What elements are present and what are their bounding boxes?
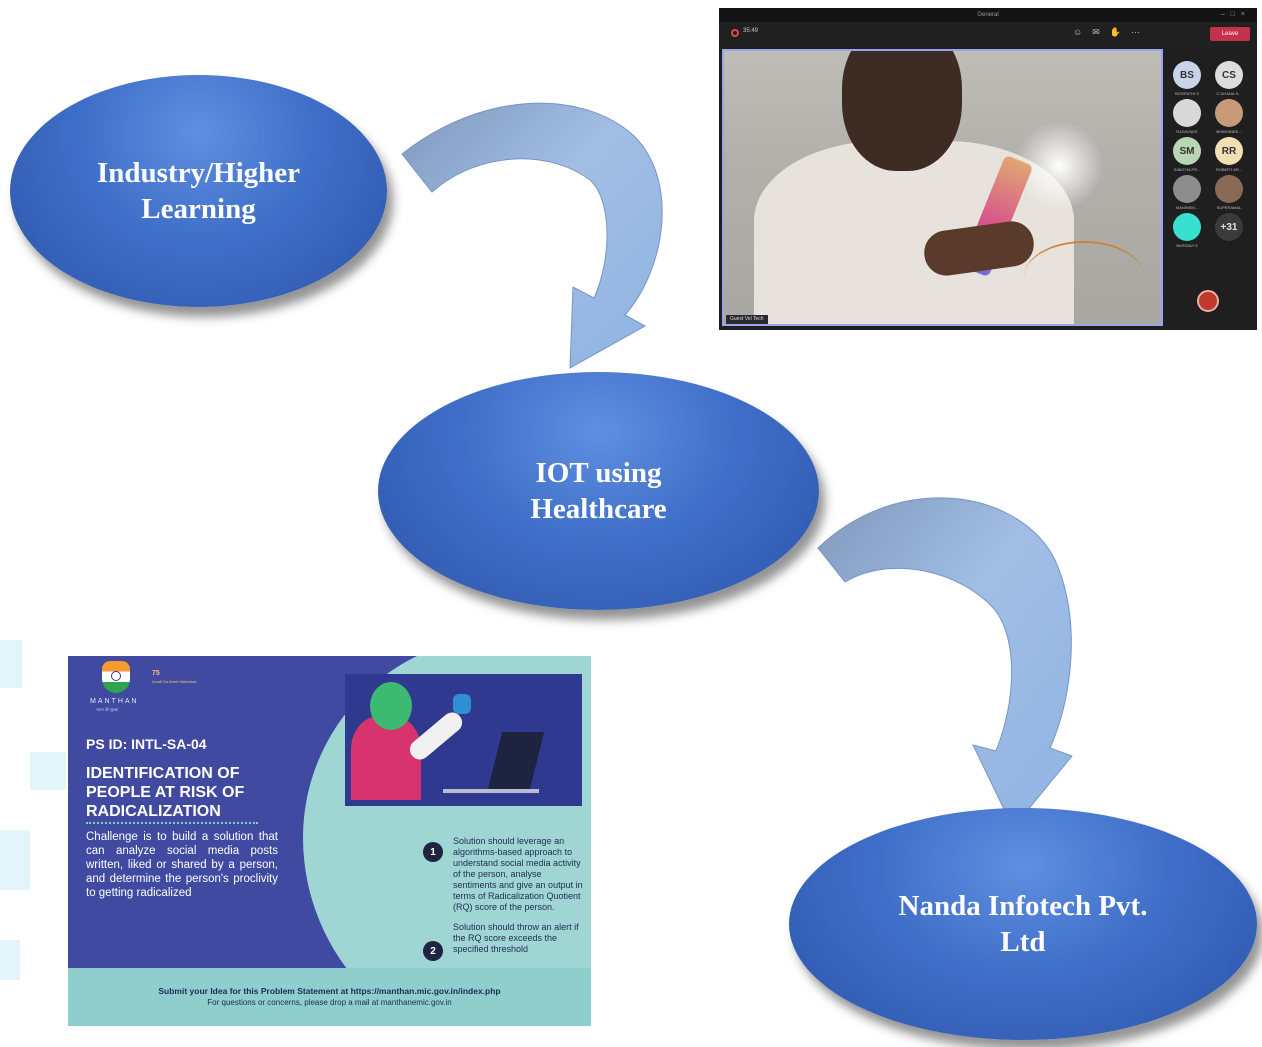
headline-line: IDENTIFICATION OF <box>86 765 240 782</box>
participant-avatar: +31 <box>1215 213 1243 241</box>
window-title: General <box>719 8 1257 22</box>
teams-meeting-screenshot: General –□× 35:49 ☺✉✋⋯ Leave Guest Vel T… <box>719 8 1257 330</box>
azadi-text: Azadi Ka Amrit Mahotsav <box>152 679 197 684</box>
participant-name: RAGAVI(KE <box>1176 129 1198 134</box>
participant-name: ROBERT AR... <box>1215 167 1243 172</box>
participant-avatar <box>1215 99 1243 127</box>
node-label-line: Nanda Infotech Pvt. <box>898 890 1148 922</box>
node-label-line: Healthcare <box>530 493 667 525</box>
submit-line: Submit your Idea for this Problem Statem… <box>158 986 501 996</box>
arrow-industry-to-iot <box>401 102 663 369</box>
participant-name: SABITHA PR... <box>1173 167 1201 172</box>
decor-tile <box>0 830 30 890</box>
node-industry-higher-learning: Industry/Higher Learning <box>10 75 387 307</box>
meeting-toolbar: 35:49 ☺✉✋⋯ Leave <box>719 22 1257 46</box>
headline-line: RADICALIZATION <box>86 803 221 820</box>
node-label-line: IOT using <box>535 457 662 489</box>
toolbar-icons: ☺✉✋⋯ <box>1073 27 1150 37</box>
node-iot-healthcare: IOT using Healthcare <box>378 372 819 610</box>
figure-head <box>370 682 412 730</box>
participant-avatar <box>1173 99 1201 127</box>
meeting-timer: 35:49 <box>743 28 759 34</box>
poster-footer-band <box>68 968 591 1026</box>
decor-tile <box>30 752 66 790</box>
node-label-line: Learning <box>141 193 256 225</box>
participant-name: BOOPATHI S <box>1175 91 1199 96</box>
node-label-line: Industry/Higher <box>96 157 301 189</box>
poster-illustration <box>345 674 582 806</box>
ps-id: PS ID: INTL-SA-04 <box>86 736 207 752</box>
self-avatar <box>1197 290 1219 312</box>
participant-name: C DHANA S... <box>1216 91 1242 96</box>
point-text: Solution should throw an alert if the RQ… <box>453 922 579 954</box>
participant-name: BHARANEE... <box>1216 129 1242 134</box>
decor-tile <box>0 940 20 980</box>
participant-avatar <box>1173 213 1201 241</box>
poster-headline: IDENTIFICATION OF PEOPLE AT RISK OF RADI… <box>86 764 316 821</box>
chakra-icon <box>111 671 121 681</box>
video-person-head <box>842 51 962 171</box>
poster-brand: MANTHAN <box>90 698 139 705</box>
challenge-text: Challenge is to build a solution that ca… <box>86 831 278 899</box>
poster-brand-tagline: भारत की सुरक्षा <box>96 707 119 712</box>
participant-avatar: RR <box>1215 137 1243 165</box>
point-number-badge: 2 <box>423 941 443 961</box>
presenter-name: Guest Vel Tech <box>726 315 768 324</box>
laptop-base <box>443 789 539 793</box>
arrow-iot-to-nanda <box>817 497 1073 829</box>
video-wires <box>1024 241 1144 313</box>
leave-button: Leave <box>1210 27 1250 41</box>
participant-avatar <box>1215 175 1243 203</box>
participant-avatar: CS <box>1215 61 1243 89</box>
point-number-badge: 1 <box>423 842 443 862</box>
node-nanda-infotech: Nanda Infotech Pvt. Ltd <box>789 808 1257 1040</box>
participant-avatar: BS <box>1173 61 1201 89</box>
figure-hand <box>453 694 471 714</box>
participant-avatar <box>1173 175 1201 203</box>
point-text: Solution should leverage an algorithms-b… <box>453 836 583 912</box>
headline-line: PEOPLE AT RISK OF <box>86 784 245 801</box>
laptop-icon <box>487 732 545 790</box>
participant-name: SUPERAMAL <box>1216 205 1242 210</box>
figure-body <box>351 716 421 800</box>
node-label-line: Ltd <box>1000 926 1046 958</box>
window-controls-icon: –□× <box>1220 11 1251 18</box>
participant-name: BARGAVI S <box>1176 243 1198 248</box>
participant-name: MANINEM... <box>1175 205 1199 210</box>
dotted-divider <box>86 822 258 824</box>
decor-tile <box>0 640 22 688</box>
contact-line: For questions or concerns, please drop a… <box>207 998 452 1007</box>
participant-avatar: SM <box>1173 137 1201 165</box>
recording-icon <box>731 29 739 37</box>
presenter-video: Guest Vel Tech <box>722 49 1163 326</box>
